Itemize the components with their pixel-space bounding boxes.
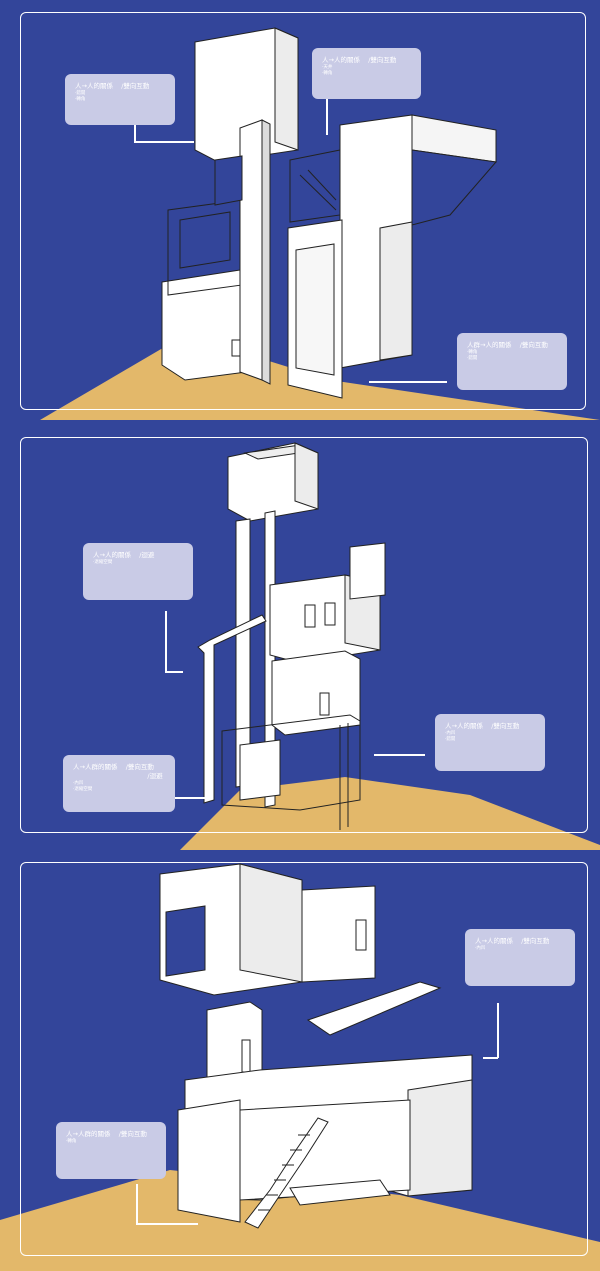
annotation-item: ‧退縮空間 [93, 560, 113, 565]
leader-line [497, 1003, 499, 1058]
annotation-box: 人→人的關係 /雙向互動 ‧內凹 [465, 929, 575, 986]
leader-line [374, 754, 425, 756]
leader-line [175, 797, 213, 799]
leader-line [483, 1057, 498, 1059]
annotation-box: 人→人的關係 /雙向互動 ‧天井 ‧轉角 [312, 48, 421, 99]
diagram-panel-3: 人→人的關係 /雙向互動 ‧內凹 人→人群的關係 /雙向互動 ‧轉角 [0, 850, 600, 1271]
annotation-item: ‧錯開 [467, 356, 478, 361]
annotation-item: ‧轉角 [66, 1139, 77, 1144]
leader-line [326, 99, 328, 135]
annotation-item: ‧內凹 [445, 731, 456, 736]
building-model-1 [161, 27, 497, 399]
annotation-title: 人→人的關係 /迴避 [93, 551, 155, 559]
annotation-title: 人→人的關係 /雙向互動 [445, 722, 520, 730]
panel-frame [20, 862, 588, 1256]
diagram-panel-2: 人→人的關係 /迴避 ‧退縮空間 人→人群的關係 /雙向互動 /迴避 ‧內凹 ‧… [0, 425, 600, 850]
annotation-box: 人→人的關係 /迴避 ‧退縮空間 [83, 543, 193, 600]
annotation-title: 人群→人的關係 /雙向互動 [467, 341, 548, 349]
annotation-item: ‧轉角 [467, 350, 478, 355]
leader-line [136, 1223, 198, 1225]
annotation-title: 人→人的關係 /雙向互動 [322, 56, 397, 64]
annotation-item: ‧退縮空間 [73, 787, 93, 792]
annotation-item: ‧轉角 [322, 71, 333, 76]
panel-frame [20, 12, 586, 410]
annotation-title: 人→人的關係 /雙向互動 [475, 937, 550, 945]
annotation-box: 人群→人的關係 /雙向互動 ‧轉角 ‧錯開 [457, 333, 567, 390]
leader-line [165, 611, 167, 672]
leader-line [134, 125, 136, 142]
building-model-2 [197, 442, 386, 830]
annotation-box: 人→人的關係 /雙向互動 ‧錯開 ‧轉角 [65, 74, 175, 125]
annotation-item: ‧轉角 [75, 97, 86, 102]
annotation-box: 人→人群的關係 /雙向互動 ‧轉角 [56, 1122, 166, 1179]
ground-plane [0, 1170, 600, 1271]
annotation-item: ‧錯開 [75, 91, 86, 96]
annotation-item: ‧內凹 [475, 946, 486, 951]
annotation-item: ‧錯開 [445, 737, 456, 742]
leader-line [369, 381, 447, 383]
ground-plane [180, 777, 600, 850]
annotation-title: 人→人群的關係 /雙向互動 [66, 1130, 147, 1138]
annotation-title: 人→人群的關係 /雙向互動 /迴避 [73, 763, 163, 780]
annotation-box: 人→人群的關係 /雙向互動 /迴避 ‧內凹 ‧退縮空間 [63, 755, 175, 812]
building-model-3 [159, 863, 473, 1229]
annotation-item: ‧天井 [322, 65, 333, 70]
leader-line [165, 671, 183, 673]
annotation-title: 人→人的關係 /雙向互動 [75, 82, 150, 90]
diagram-panel-1: 人→人的關係 /雙向互動 ‧錯開 ‧轉角 人→人的關係 /雙向互動 ‧天井 ‧轉… [0, 0, 600, 420]
leader-line [136, 1184, 138, 1224]
annotation-box: 人→人的關係 /雙向互動 ‧內凹 ‧錯開 [435, 714, 545, 771]
panel-frame [20, 437, 588, 833]
leader-line [134, 141, 194, 143]
annotation-item: ‧內凹 [73, 781, 84, 786]
